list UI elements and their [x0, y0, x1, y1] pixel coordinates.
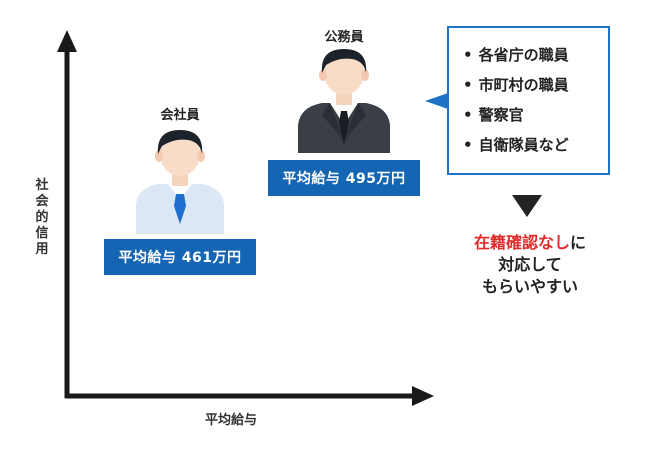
bubble-tail: [425, 93, 448, 109]
public-servant-examples-bubble: 各省庁の職員 市町村の職員 警察官 自衛隊員など: [447, 26, 610, 175]
y-axis-label-char: 的: [35, 210, 49, 225]
public-servant-title: 公務員: [324, 30, 364, 45]
company-employee-title: 会社員: [160, 108, 200, 123]
list-item: 市町村の職員: [463, 70, 608, 100]
company-employee-salary: 平均給与 461万円: [104, 239, 256, 275]
conclusion-note: 在籍確認なしに 対応して もらいやすい: [440, 232, 620, 298]
note-line1-rest: に: [570, 233, 587, 252]
down-arrow-icon: [512, 195, 542, 217]
note-highlight: 在籍確認なし: [473, 233, 570, 252]
x-axis-arrowhead: [412, 386, 434, 406]
list-item: 自衛隊員など: [463, 130, 608, 160]
y-axis-label-char: 社: [35, 178, 49, 193]
note-line2: 対応して: [498, 255, 562, 274]
x-axis-label: 平均給与: [205, 413, 258, 428]
list-item: 警察官: [463, 100, 608, 130]
examples-list: 各省庁の職員 市町村の職員 警察官 自衛隊員など: [449, 28, 608, 160]
company-employee-avatar-icon: [136, 130, 224, 234]
y-axis-arrowhead: [57, 30, 77, 52]
list-item: 各省庁の職員: [463, 40, 608, 70]
y-axis-label-char: 会: [35, 194, 49, 209]
y-axis-label-char: 用: [35, 242, 49, 257]
public-servant-salary: 平均給与 495万円: [268, 160, 420, 196]
public-servant-avatar-icon: [298, 49, 390, 153]
y-axis-label-char: 信: [35, 226, 49, 241]
note-line3: もらいやすい: [481, 277, 578, 296]
y-axis-label: 社 会 的 信 用: [32, 178, 52, 258]
